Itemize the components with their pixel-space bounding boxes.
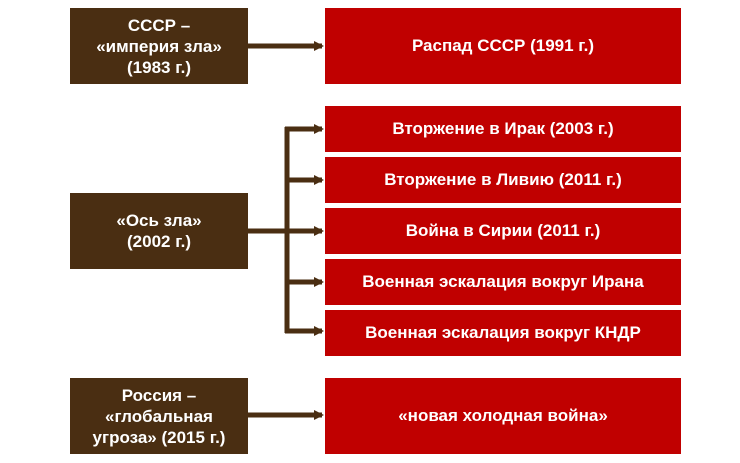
target-label-iran-escalation: Военная эскалация вокруг Ирана (362, 272, 644, 291)
target-label-syria-war: Война в Сирии (2011 г.) (405, 221, 601, 240)
target-box-iraq-invasion: Вторжение в Ирак (2003 г.) (325, 106, 681, 152)
target-label-libya-invasion: Вторжение в Ливию (2011 г.) (384, 170, 622, 189)
target-box-iran-escalation: Военная эскалация вокруг Ирана (325, 259, 681, 305)
source-label-axis-of-evil: «Ось зла» (2002 г.) (116, 211, 202, 251)
target-label-new-cold-war: «новая холодная война» (398, 406, 608, 425)
source-box-russia: Россия – «глобальная угроза» (2015 г.) (70, 378, 248, 454)
target-box-syria-war: Война в Сирии (2011 г.) (325, 208, 681, 254)
target-label-dprk-escalation: Военная эскалация вокруг КНДР (365, 323, 641, 342)
target-box-new-cold-war: «новая холодная война» (325, 378, 681, 454)
target-box-libya-invasion: Вторжение в Ливию (2011 г.) (325, 157, 681, 203)
source-box-ussr: СССР – «империя зла» (1983 г.) (70, 8, 248, 84)
target-box-ussr-collapse: Распад СССР (1991 г.) (325, 8, 681, 84)
source-box-axis-of-evil: «Ось зла» (2002 г.) (70, 193, 248, 269)
source-label-russia: Россия – «глобальная угроза» (2015 г.) (92, 385, 226, 447)
target-label-ussr-collapse: Распад СССР (1991 г.) (411, 36, 595, 55)
target-label-iraq-invasion: Вторжение в Ирак (2003 г.) (392, 119, 614, 138)
source-label-ussr: СССР – «империя зла» (1983 г.) (96, 15, 222, 77)
target-box-dprk-escalation: Военная эскалация вокруг КНДР (325, 310, 681, 356)
